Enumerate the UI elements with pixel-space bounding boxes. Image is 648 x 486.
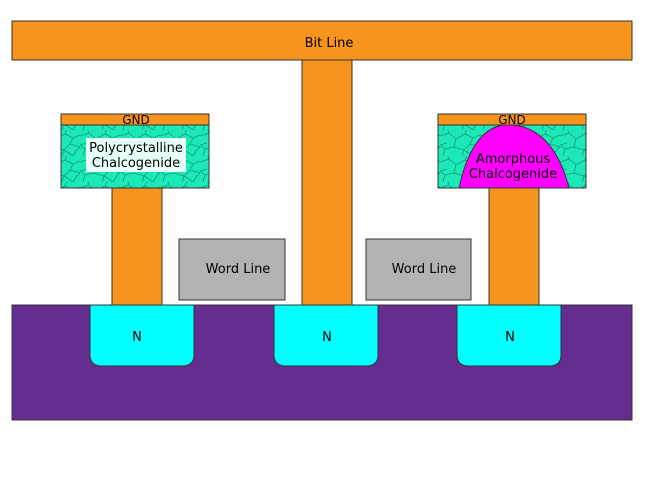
amor-label-line1: Amorphous <box>476 152 551 167</box>
word-line-left <box>178 238 286 301</box>
word-line-label-right: Word Line <box>392 262 457 277</box>
contact-pillar-left <box>111 187 163 306</box>
n-label-left: N <box>132 330 142 345</box>
n-region-right <box>456 304 562 367</box>
gnd-label-left: GND <box>122 113 150 127</box>
n-region-center <box>273 304 379 367</box>
bit-line <box>11 20 633 61</box>
bit-line-contact <box>301 59 353 306</box>
n-region-left <box>89 304 195 367</box>
bit-line-label: Bit Line <box>305 36 354 51</box>
poly-label-background <box>86 138 186 172</box>
poly-label-line2: Chalcogenide <box>92 156 180 171</box>
contact-pillar-right <box>488 187 540 306</box>
gnd-label-right: GND <box>498 113 526 127</box>
n-label-right: N <box>505 330 515 345</box>
gnd-electrode-right <box>437 113 587 126</box>
n-label-center: N <box>322 330 332 345</box>
poly-label-line1: Polycrystalline <box>89 141 183 156</box>
amor-label-line2: Chalcogenide <box>469 167 557 182</box>
word-line-right <box>365 238 472 301</box>
gnd-electrode-left <box>60 113 210 126</box>
word-line-label-left: Word Line <box>206 262 271 277</box>
